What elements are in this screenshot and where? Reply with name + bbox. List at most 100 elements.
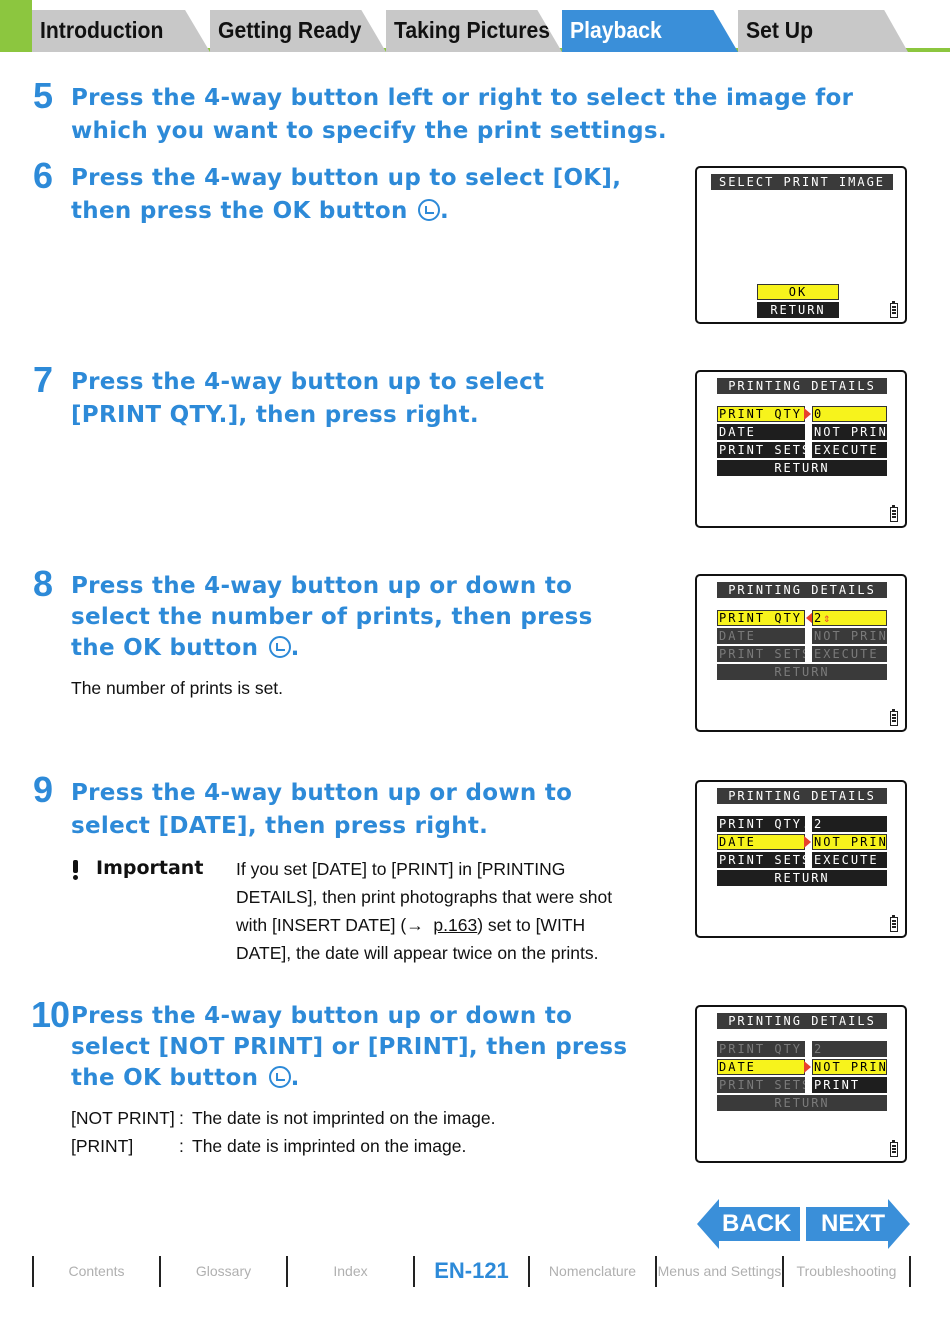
step-10-line-3: the OK button: [71, 1065, 259, 1091]
footer-index-link[interactable]: Index: [333, 1263, 368, 1279]
step-5-number: 5: [33, 75, 54, 116]
lcd-label-print-qty: PRINT QTY.: [717, 1041, 805, 1057]
lcd-value-print: PRINT: [812, 1077, 887, 1093]
lcd-header: SELECT PRINT IMAGE: [711, 174, 893, 190]
lcd-header: PRINTING DETAILS: [717, 378, 887, 394]
step-8-note: The number of prints is set.: [71, 678, 284, 698]
important-line-2: DETAILS], then print photographs that we…: [236, 887, 613, 907]
lcd-label-print-qty: PRINT QTY.: [717, 610, 805, 626]
tab-set-up[interactable]: Set Up: [738, 10, 908, 52]
page-number: EN-121: [434, 1258, 509, 1283]
lcd-return: RETURN: [717, 460, 887, 476]
page-link-163[interactable]: p.163: [433, 915, 478, 935]
lcd-label-date: DATE: [717, 834, 805, 850]
step-10-line-1: Press the 4-way button up or down to: [71, 1003, 573, 1029]
important-line-4: DATE], the date will appear twice on the…: [236, 943, 599, 963]
step-6-number: 6: [33, 155, 54, 196]
definition-desc: The date is not imprinted on the image.: [192, 1108, 496, 1128]
lcd-return: RETURN: [717, 664, 887, 680]
important-line-3b: ) set to [WITH: [477, 915, 586, 935]
footer-divider: [528, 1256, 530, 1287]
lcd-value-print-qty: 2⇕: [812, 610, 887, 626]
step-9-line-1: Press the 4-way button up or down to: [71, 780, 573, 806]
lcd-printing-details-qty-set: PRINTING DETAILS PRINT QTY. 2⇕ DATE NOT …: [695, 574, 907, 732]
lcd-value-not-print: NOT PRINT: [812, 1059, 887, 1075]
step-10-line-2: select [NOT PRINT] or [PRINT], then pres…: [71, 1034, 628, 1060]
lcd-value-date: NOT PRINT: [812, 834, 887, 850]
exclamation-icon: [70, 858, 80, 882]
lcd-qty-number: 2: [814, 611, 824, 625]
important-line-1: If you set [DATE] to [PRINT] in [PRINTIN…: [236, 859, 566, 879]
step-8-line-3-wrap: the OK button .: [71, 635, 300, 661]
step-10-text: Press the 4-way button up or down to sel…: [71, 1001, 627, 1094]
footer-nomenclature-link[interactable]: Nomenclature: [548, 1263, 637, 1279]
important-body: If you set [DATE] to [PRINT] in [PRINTIN…: [236, 855, 612, 967]
footer-contents-link[interactable]: Contents: [68, 1263, 125, 1279]
battery-icon: [890, 915, 898, 932]
tab-introduction[interactable]: Introduction: [32, 10, 210, 52]
right-arrow-icon: [804, 836, 811, 848]
step-10-number: 10: [31, 994, 70, 1035]
lcd-label-date: DATE: [717, 424, 805, 440]
top-tab-bar: Introduction Getting Ready Taking Pictur…: [0, 0, 950, 52]
step-6-line-2: then press the OK button: [71, 198, 408, 224]
lcd-label-print-sets: PRINT SETS: [717, 852, 805, 868]
footer-divider: [413, 1256, 415, 1287]
step-7-line-2: [PRINT QTY.], then press right.: [71, 402, 479, 428]
back-arrow-shape: [697, 1199, 800, 1249]
lcd-header: PRINTING DETAILS: [717, 1013, 887, 1029]
lcd-printing-details-date: PRINTING DETAILS PRINT QTY. 2 DATE NOT P…: [695, 780, 907, 938]
definition-term: [PRINT]: [71, 1136, 134, 1156]
important-line-3a: with [INSERT DATE] (: [236, 915, 407, 935]
footer-troubleshooting-link[interactable]: Troubleshooting: [796, 1263, 897, 1279]
lcd-value-print-sets: EXECUTE: [812, 442, 887, 458]
lcd-label-print-sets: PRINT SETS: [717, 646, 805, 662]
ok-button-icon: [268, 636, 291, 658]
step-10-line-3-wrap: the OK button .: [71, 1065, 300, 1091]
step-7-number: 7: [33, 359, 54, 400]
lcd-value-print-sets: EXECUTE: [812, 646, 887, 662]
footer-menus-settings-link[interactable]: Menus and Settings: [657, 1263, 782, 1279]
lcd-label-date: DATE: [717, 1059, 805, 1075]
lcd-value-date: NOT PRINT: [812, 628, 887, 644]
step-8-line-2: select the number of prints, then press: [71, 604, 593, 630]
next-arrow-shape: [806, 1199, 910, 1249]
tab-taking-pictures[interactable]: Taking Pictures: [386, 10, 562, 52]
up-down-arrow-icon: ⇕: [823, 611, 831, 625]
lcd-return: RETURN: [717, 870, 887, 886]
lcd-header: PRINTING DETAILS: [717, 582, 887, 598]
step-8-text: Press the 4-way button up or down to sel…: [71, 571, 593, 664]
back-button[interactable]: BACK: [697, 1199, 800, 1249]
next-button[interactable]: NEXT: [806, 1199, 910, 1249]
lcd-label-print-qty: PRINT QTY.: [717, 406, 805, 422]
step-5-line-1: Press the 4-way button left or right to …: [71, 85, 854, 111]
step-5-text: Press the 4-way button left or right to …: [71, 82, 853, 148]
tab-playback[interactable]: Playback: [562, 10, 738, 52]
footer-glossary-link[interactable]: Glossary: [195, 1263, 252, 1279]
battery-icon: [890, 1140, 898, 1157]
right-arrow-icon: [804, 408, 811, 420]
ok-button-icon: [418, 199, 441, 221]
step-6-line-2-wrap: then press the OK button .: [71, 198, 450, 224]
lcd-ok-option: OK: [757, 284, 839, 300]
step-7-text: Press the 4-way button up to select [PRI…: [71, 366, 544, 432]
step-9-line-2: select [DATE], then press right.: [71, 813, 489, 839]
step-6-text: Press the 4-way button up to select [OK]…: [71, 162, 621, 228]
definition-separator: :: [179, 1136, 184, 1156]
step-7-line-1: Press the 4-way button up to select: [71, 369, 545, 395]
battery-icon: [890, 505, 898, 522]
lcd-printing-details-qty: PRINTING DETAILS PRINT QTY. 0 DATE NOT P…: [695, 370, 907, 528]
battery-icon: [890, 709, 898, 726]
lcd-label-print-sets: PRINT SETS: [717, 1077, 805, 1093]
tab-getting-ready[interactable]: Getting Ready: [210, 10, 386, 52]
step-9-text: Press the 4-way button up or down to sel…: [71, 777, 572, 843]
lcd-label-print-sets: PRINT SETS: [717, 442, 805, 458]
tab-bar-left-edge: [0, 0, 32, 52]
step-9-number: 9: [33, 769, 54, 810]
step-8-line-1: Press the 4-way button up or down to: [71, 573, 573, 599]
lcd-select-print-image: SELECT PRINT IMAGE OK RETURN: [695, 166, 907, 324]
battery-icon: [890, 301, 898, 318]
lcd-label-print-qty: PRINT QTY.: [717, 816, 805, 832]
definition-desc: The date is imprinted on the image.: [192, 1136, 467, 1156]
step-8-number: 8: [33, 563, 54, 604]
